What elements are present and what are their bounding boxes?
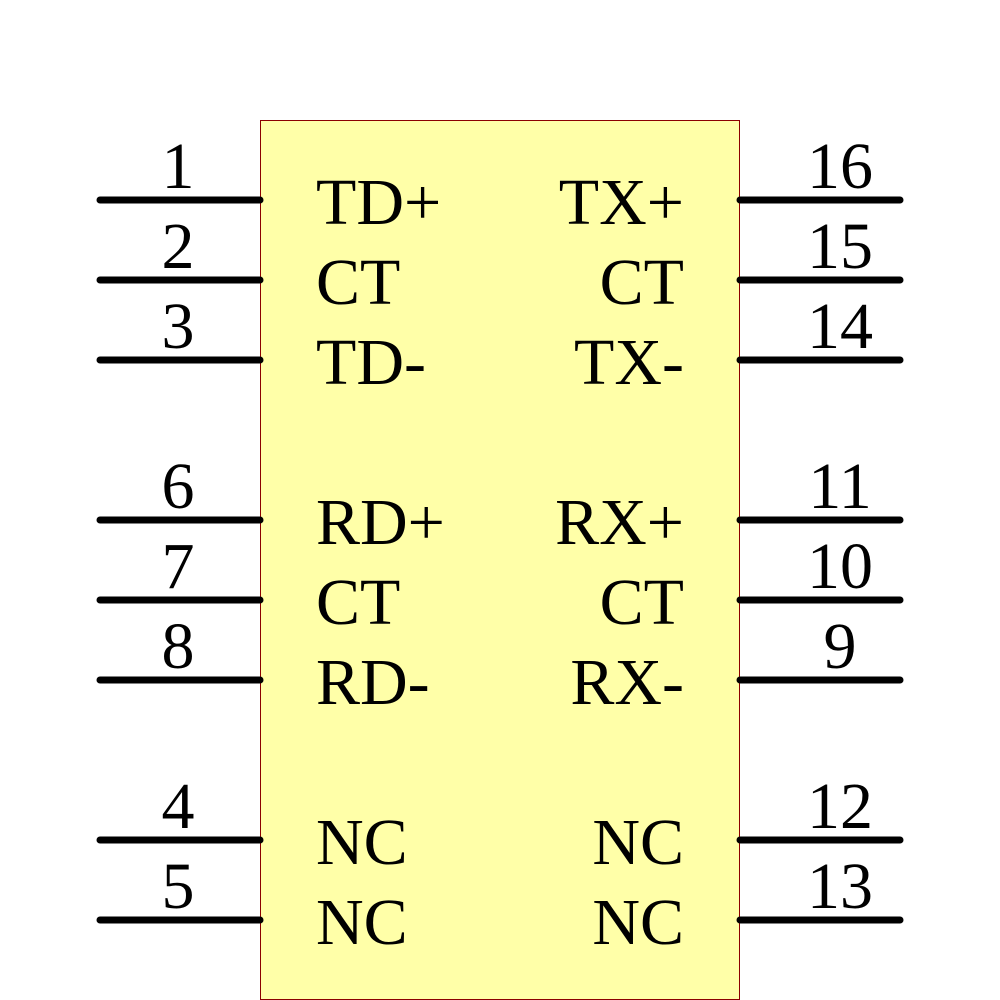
pin-number: 4	[162, 770, 195, 843]
right-pin-9: 9 RX-	[570, 610, 904, 719]
pin-label: NC	[592, 886, 684, 959]
left-pin-1: 1 TD+	[96, 130, 441, 239]
pin-number: 16	[807, 130, 873, 203]
left-pin-3: 3 TD-	[96, 290, 426, 399]
pin-number: 8	[162, 610, 195, 683]
right-pin-16: 16 TX+	[559, 130, 904, 239]
pin-number: 14	[807, 290, 873, 363]
pin-number: 13	[807, 850, 873, 923]
pin-label: CT	[316, 246, 400, 319]
pin-number: 10	[807, 530, 873, 603]
pin-label: CT	[600, 566, 684, 639]
pin-label: TD+	[316, 166, 441, 239]
left-pin-2: 2 CT	[96, 210, 400, 319]
pin-label: NC	[316, 806, 408, 879]
pin-number: 1	[162, 130, 195, 203]
pin-number: 15	[807, 210, 873, 283]
left-pin-6: 6 RD+	[96, 450, 445, 559]
pin-label: RD+	[316, 486, 445, 559]
right-pin-11: 11 RX+	[555, 450, 904, 559]
pin-number: 12	[807, 770, 873, 843]
pin-number: 3	[162, 290, 195, 363]
pin-label: TX+	[559, 166, 684, 239]
pin-label: TX-	[574, 326, 684, 399]
left-pin-7: 7 CT	[96, 530, 400, 639]
pin-number: 2	[162, 210, 195, 283]
right-pin-15: 15 CT	[600, 210, 904, 319]
pin-label: NC	[592, 806, 684, 879]
right-pin-14: 14 TX-	[574, 290, 904, 399]
left-pin-8: 8 RD-	[96, 610, 430, 719]
pin-label: RX+	[555, 486, 684, 559]
pin-label: TD-	[316, 326, 426, 399]
pin-number: 7	[162, 530, 195, 603]
pin-number: 11	[808, 450, 872, 523]
pin-label: CT	[316, 566, 400, 639]
component-body	[260, 120, 740, 1000]
pin-number: 6	[162, 450, 195, 523]
right-pin-12: 12 NC	[592, 770, 904, 879]
pin-label: CT	[600, 246, 684, 319]
pin-label: RD-	[316, 646, 430, 719]
left-pin-5: 5 NC	[96, 850, 408, 959]
pin-number: 9	[824, 610, 857, 683]
pin-number: 5	[162, 850, 195, 923]
right-pin-10: 10 CT	[600, 530, 904, 639]
right-pin-13: 13 NC	[592, 850, 904, 959]
pin-label: RX-	[570, 646, 684, 719]
pin-label: NC	[316, 886, 408, 959]
left-pin-4: 4 NC	[96, 770, 408, 879]
